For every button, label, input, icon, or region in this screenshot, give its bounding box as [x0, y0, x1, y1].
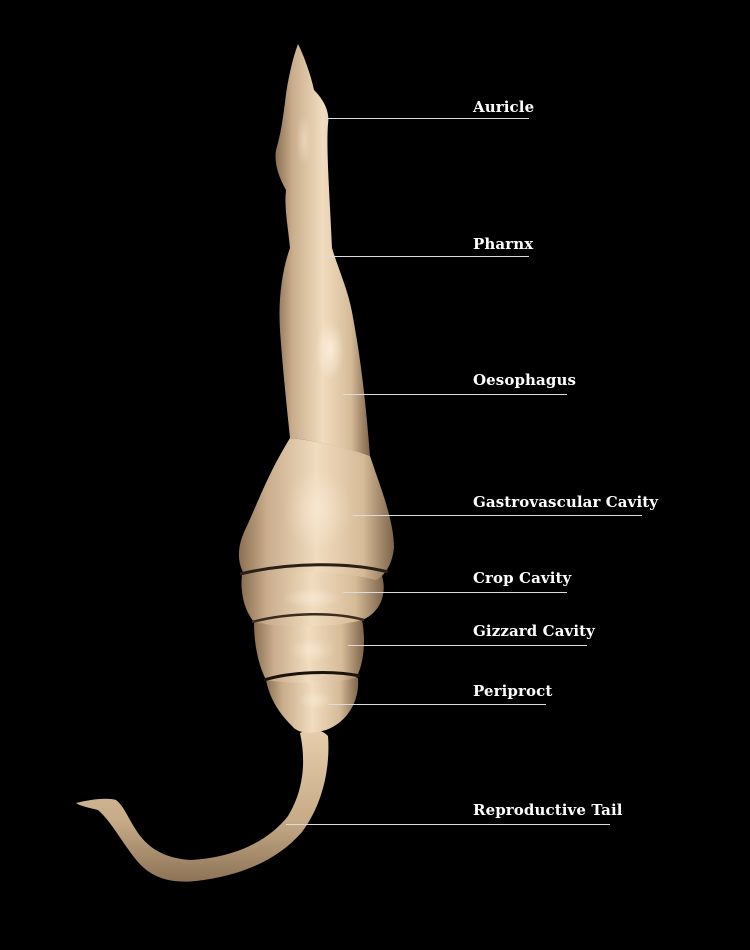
auricle-leader [323, 118, 529, 119]
label-gizzard-cavity: Gizzard Cavity [473, 622, 595, 640]
label-auricle: Auricle [473, 98, 535, 116]
oesophagus-leader [343, 394, 567, 395]
label-gastrovascular-cavity: Gastrovascular Cavity [473, 493, 659, 511]
gizzard-cavity-leader [348, 645, 587, 646]
reproductive-tail-leader [286, 824, 610, 825]
periproct-leader [328, 704, 546, 705]
label-reproductive-tail: Reproductive Tail [473, 801, 623, 819]
label-oesophagus: Oesophagus [473, 371, 577, 389]
label-periproct: Periproct [473, 682, 553, 700]
pharnx-leader [323, 256, 529, 257]
crop-cavity-leader [343, 592, 567, 593]
label-crop-cavity: Crop Cavity [473, 569, 572, 587]
label-pharnx: Pharnx [473, 235, 534, 253]
gastrovascular-cavity-leader [353, 515, 642, 516]
reproductive-tail-shape [76, 729, 329, 882]
